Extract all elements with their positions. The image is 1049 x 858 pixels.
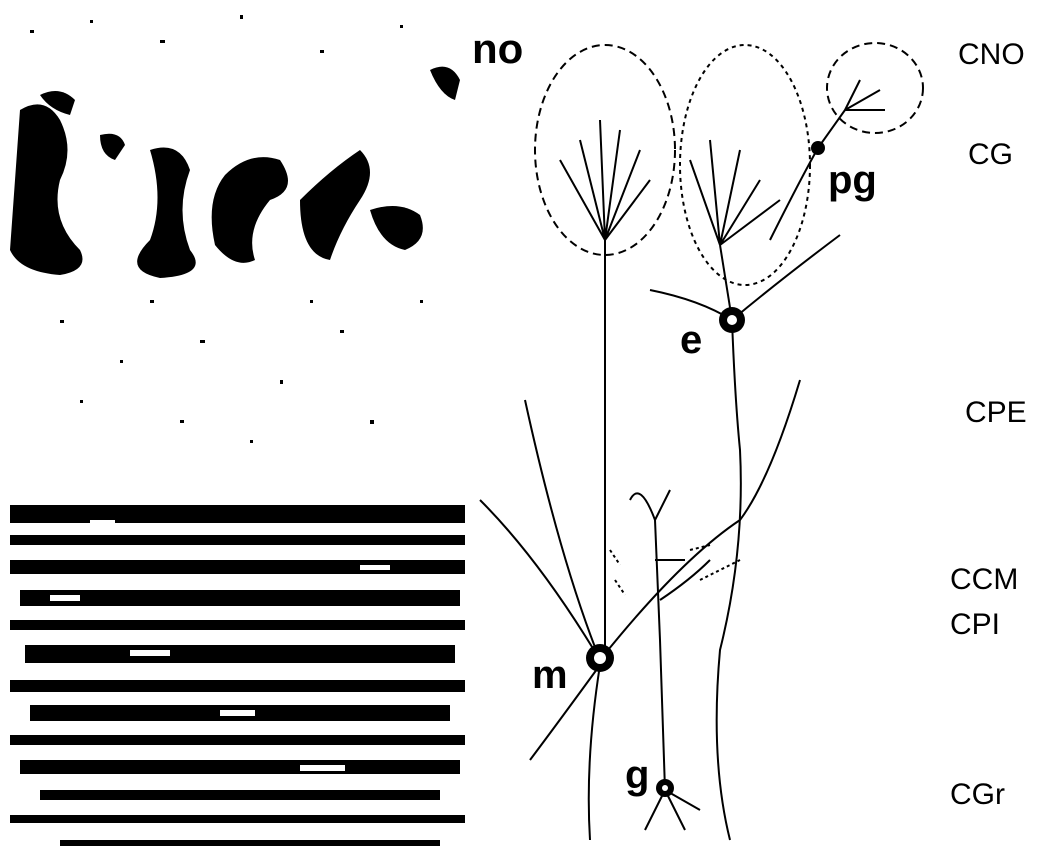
layer-label-cpi: CPI	[950, 610, 1000, 640]
label-g: g	[625, 755, 649, 795]
granule-spines	[610, 545, 740, 595]
histology-micrograph	[0, 0, 470, 858]
mitral-lateral-dendrite	[480, 380, 800, 660]
tufted-tuft	[690, 140, 780, 245]
layer-label-cgr: CGr	[950, 780, 1005, 810]
layer-label-cpe: CPE	[965, 398, 1027, 428]
label-pg: pg	[828, 160, 877, 200]
mitral-tuft	[560, 120, 650, 240]
label-no: no	[472, 28, 523, 70]
label-m: m	[532, 655, 568, 695]
granule-dendrite	[630, 490, 710, 790]
layer-label-ccm: CCM	[950, 565, 1018, 595]
glomerulus-2	[680, 45, 810, 285]
neuron-diagram	[440, 0, 1049, 858]
glomerulus-3	[827, 43, 923, 133]
layer-label-cg: CG	[968, 140, 1013, 170]
layer-label-cno: CNO	[958, 40, 1025, 70]
tufted-dendrite	[650, 235, 840, 840]
granule-roots	[645, 790, 700, 830]
label-e: e	[680, 320, 702, 360]
pg-soma	[811, 141, 825, 155]
